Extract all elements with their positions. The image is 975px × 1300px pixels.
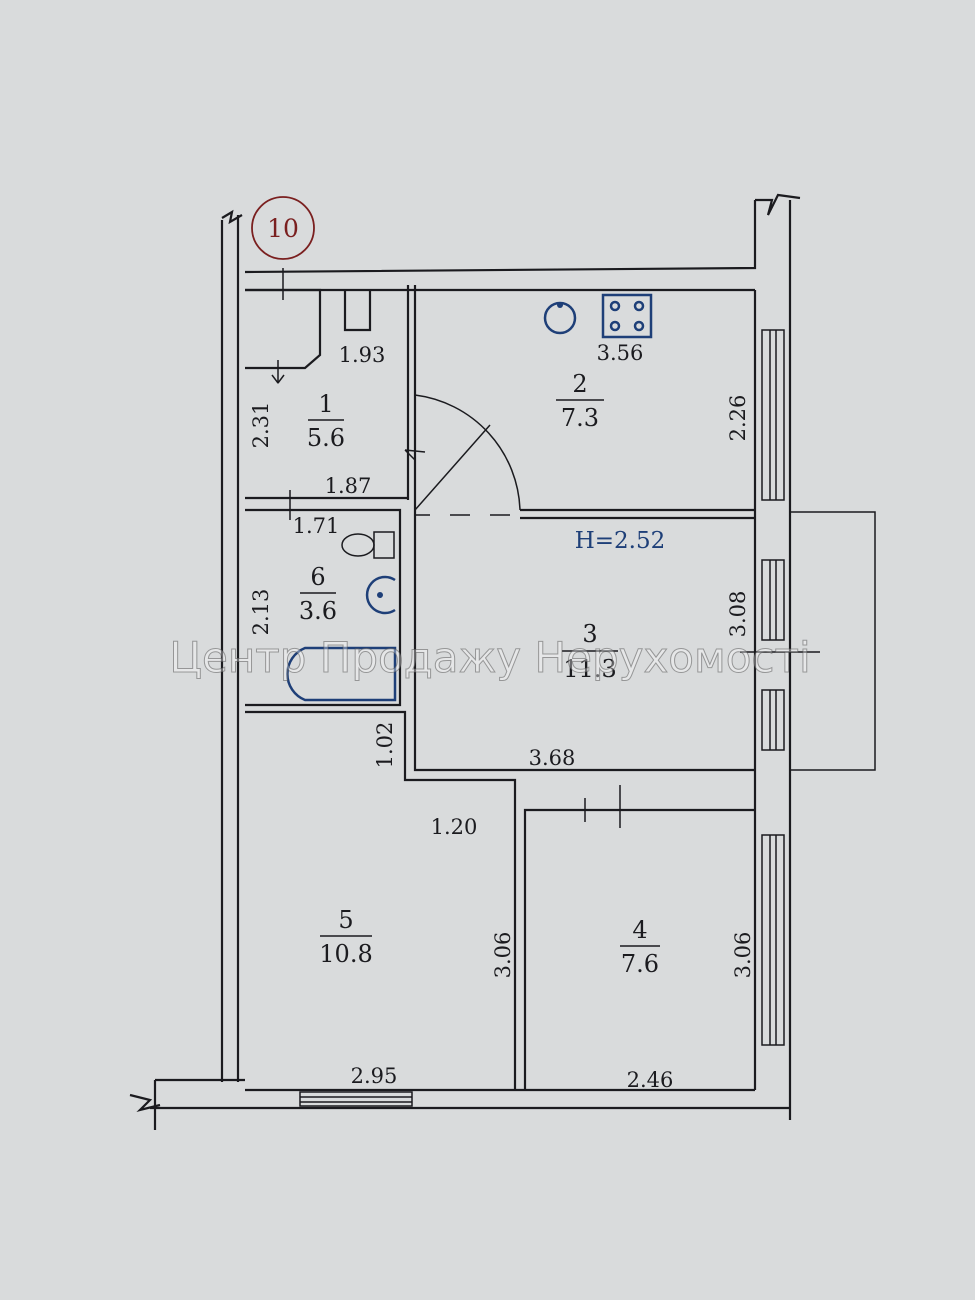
dimension: 2.26 — [726, 395, 750, 442]
interior-walls — [245, 285, 755, 1090]
washbasin-icon — [365, 575, 396, 615]
dimension: 2.13 — [249, 589, 273, 636]
watermark: Центр Продажу Нерухомості — [169, 633, 810, 682]
room-number: 4 — [632, 916, 647, 944]
apartment-marker: 10 — [251, 196, 315, 260]
dimension: 1.71 — [293, 514, 340, 538]
room-1: 15.6 — [307, 390, 345, 452]
room-5: 510.8 — [319, 906, 372, 968]
window — [761, 834, 785, 1046]
dimension: 3.68 — [529, 746, 576, 770]
dimension-labels: 1.93 1.87 2.31 3.56 2.26 1.71 2.13 3.08 … — [249, 341, 755, 1092]
bathtub-icon — [286, 646, 397, 702]
room-area: 11.3 — [563, 655, 616, 683]
room-6: 63.6 — [299, 563, 337, 625]
window — [299, 1091, 413, 1107]
room-area: 10.8 — [319, 940, 372, 968]
room-area: 7.6 — [621, 950, 659, 978]
apartment-number: 10 — [267, 214, 299, 243]
dimension: 3.56 — [597, 341, 644, 365]
windows — [299, 329, 785, 1107]
dimension: 2.95 — [351, 1064, 398, 1088]
dimension: 1.20 — [431, 815, 478, 839]
window — [761, 329, 785, 501]
entry-arrow — [271, 360, 285, 384]
dimension: 3.06 — [491, 932, 515, 979]
room-4: 47.6 — [620, 916, 660, 978]
dimension: 3.08 — [726, 591, 750, 638]
dimension: 1.02 — [373, 722, 397, 769]
room-number: 5 — [338, 906, 353, 934]
dimension: 1.93 — [339, 343, 386, 367]
room-area: 7.3 — [561, 404, 599, 432]
dimension: 2.31 — [249, 402, 273, 449]
room-number: 6 — [310, 563, 325, 591]
toilet-icon — [341, 531, 395, 559]
dimension: 3.06 — [731, 932, 755, 979]
outer-walls — [129, 193, 801, 1130]
balcony — [789, 511, 876, 771]
dimension: 1.87 — [325, 474, 372, 498]
ceiling-height: H=2.52 — [575, 528, 666, 554]
tick-marks — [282, 268, 621, 828]
room-3: 311.3 — [562, 620, 618, 683]
dimension: 2.46 — [627, 1068, 674, 1092]
sink-icon — [543, 301, 577, 335]
room-2: 27.3 — [556, 370, 604, 432]
room-area: 5.6 — [307, 424, 345, 452]
window — [761, 689, 785, 751]
room-number: 2 — [572, 370, 587, 398]
stove-icon — [601, 293, 653, 339]
room-number: 1 — [318, 390, 333, 418]
room-number: 3 — [582, 620, 597, 648]
room-area: 3.6 — [299, 597, 337, 625]
window — [761, 559, 785, 641]
